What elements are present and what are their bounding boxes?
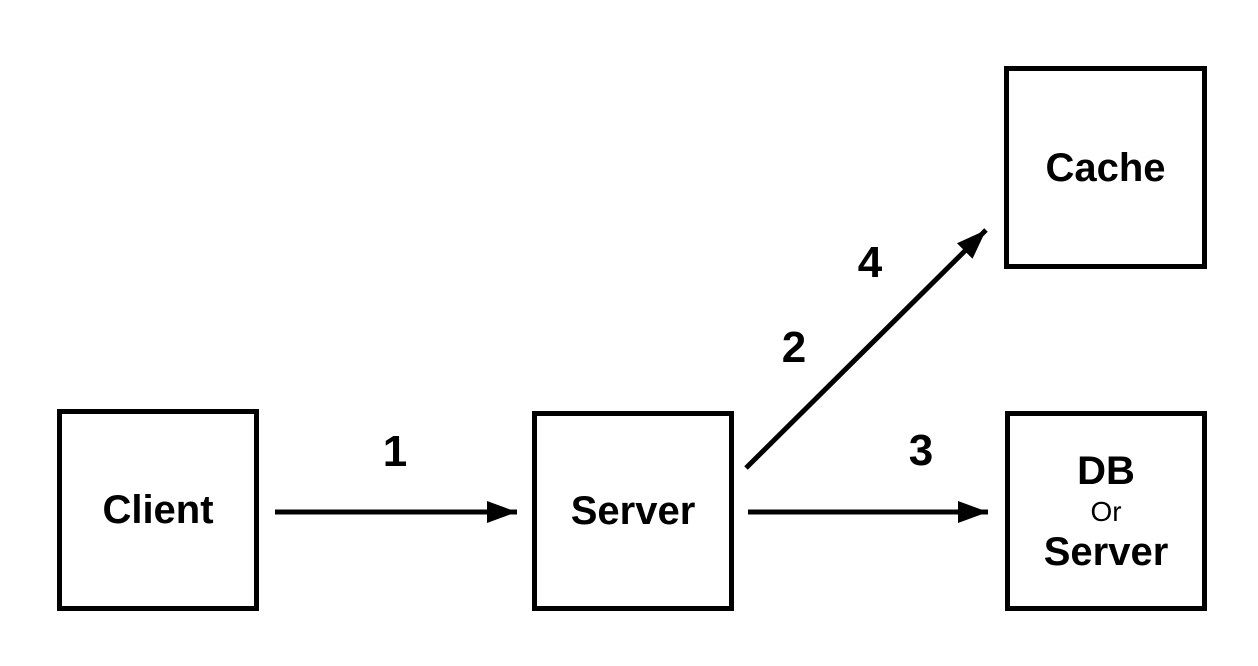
server-node: Server [532,411,734,611]
db-node-label-line1: DB [1077,448,1135,493]
server-node-label: Server [570,489,696,533]
cache-node-label: Cache [1045,145,1166,190]
db-or-server-node: DB Or Server [1005,411,1207,611]
edge-label-4: 4 [857,238,883,287]
client-node: Client [57,409,259,611]
client-node-label: Client [102,488,214,532]
edge-label-2: 2 [781,323,807,372]
edge-label-3: 3 [908,426,934,475]
db-node-label-line3: Server [1043,529,1169,574]
db-node-label-line2: Or [1090,495,1122,527]
edge-label-1: 1 [382,427,408,476]
cache-node: Cache [1004,66,1207,269]
